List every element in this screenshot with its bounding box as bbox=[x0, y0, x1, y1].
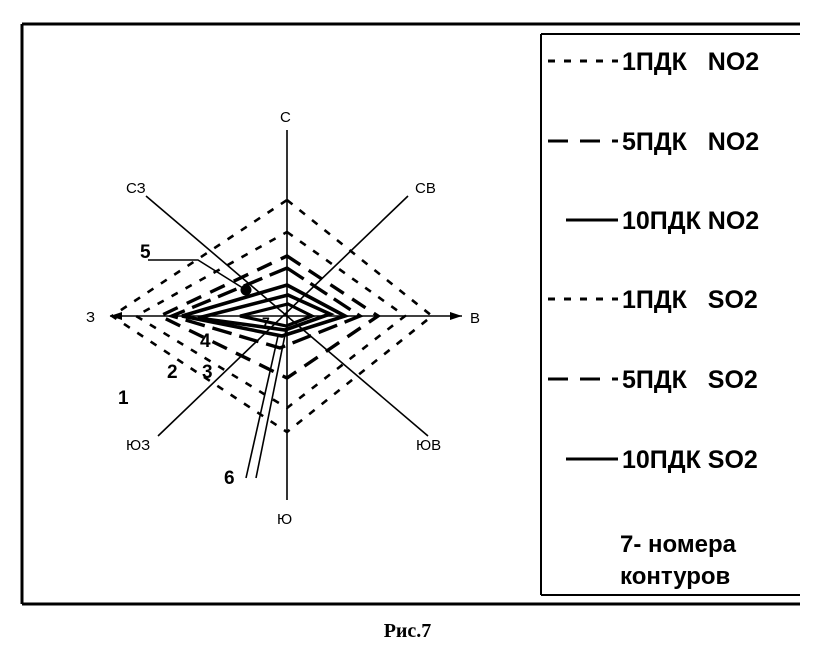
contour-7 bbox=[239, 302, 316, 328]
contour-number-1: 1 bbox=[118, 388, 129, 409]
contour-2 bbox=[133, 230, 408, 410]
contour-4 bbox=[166, 266, 364, 350]
direction-label-e: В bbox=[470, 310, 480, 327]
contour-3 bbox=[156, 254, 382, 380]
legend-label: 1ПДК SO2 bbox=[622, 286, 758, 314]
legend-label: 1ПДК NO2 bbox=[622, 48, 759, 76]
contour-number-5: 5 bbox=[140, 242, 151, 263]
contour-1 bbox=[109, 198, 435, 434]
legend-label: 10ПДК NO2 bbox=[622, 207, 759, 235]
leader-lines bbox=[148, 259, 287, 479]
contour-5 bbox=[181, 283, 350, 338]
contour-6 bbox=[197, 293, 335, 332]
contour-number-6: 6 bbox=[224, 468, 235, 489]
direction-label-w: З bbox=[86, 309, 95, 326]
outer-border bbox=[20, 22, 800, 606]
legend-note-line-1: 7- номера bbox=[620, 531, 737, 558]
compass-axes bbox=[110, 130, 462, 500]
contour-number-2: 2 bbox=[167, 362, 178, 383]
legend-entry-5: 5ПДК SO2 bbox=[548, 366, 758, 394]
legend-box bbox=[540, 33, 800, 596]
direction-label-nw: СЗ bbox=[126, 180, 146, 197]
figure-caption: Рис.7 bbox=[383, 620, 432, 642]
contour-number-4: 4 bbox=[200, 331, 211, 352]
legend-note-line-2: контуров bbox=[620, 563, 730, 590]
direction-label-se: ЮВ bbox=[416, 437, 441, 454]
legend-entry-2: 5ПДК NO2 bbox=[548, 128, 759, 156]
axis-arrowheads bbox=[110, 312, 462, 320]
contour-number-7: 7 bbox=[262, 314, 270, 330]
contour-number-3: 3 bbox=[202, 362, 213, 383]
direction-label-s: Ю bbox=[277, 511, 292, 528]
legend-entry-6: 10ПДК SO2 bbox=[566, 446, 758, 474]
legend-entry-1: 1ПДК NO2 bbox=[548, 48, 759, 76]
direction-label-ne: СВ bbox=[415, 180, 436, 197]
direction-label-sw: ЮЗ bbox=[126, 437, 150, 454]
contour-5-marker bbox=[240, 284, 252, 296]
legend-entry-4: 1ПДК SO2 bbox=[548, 286, 758, 314]
legend-label: 5ПДК SO2 bbox=[622, 366, 758, 394]
legend-label: 10ПДК SO2 bbox=[622, 446, 758, 474]
legend-entry-3: 10ПДК NO2 bbox=[566, 207, 759, 235]
legend-label: 5ПДК NO2 bbox=[622, 128, 759, 156]
direction-label-n: С bbox=[280, 109, 291, 126]
